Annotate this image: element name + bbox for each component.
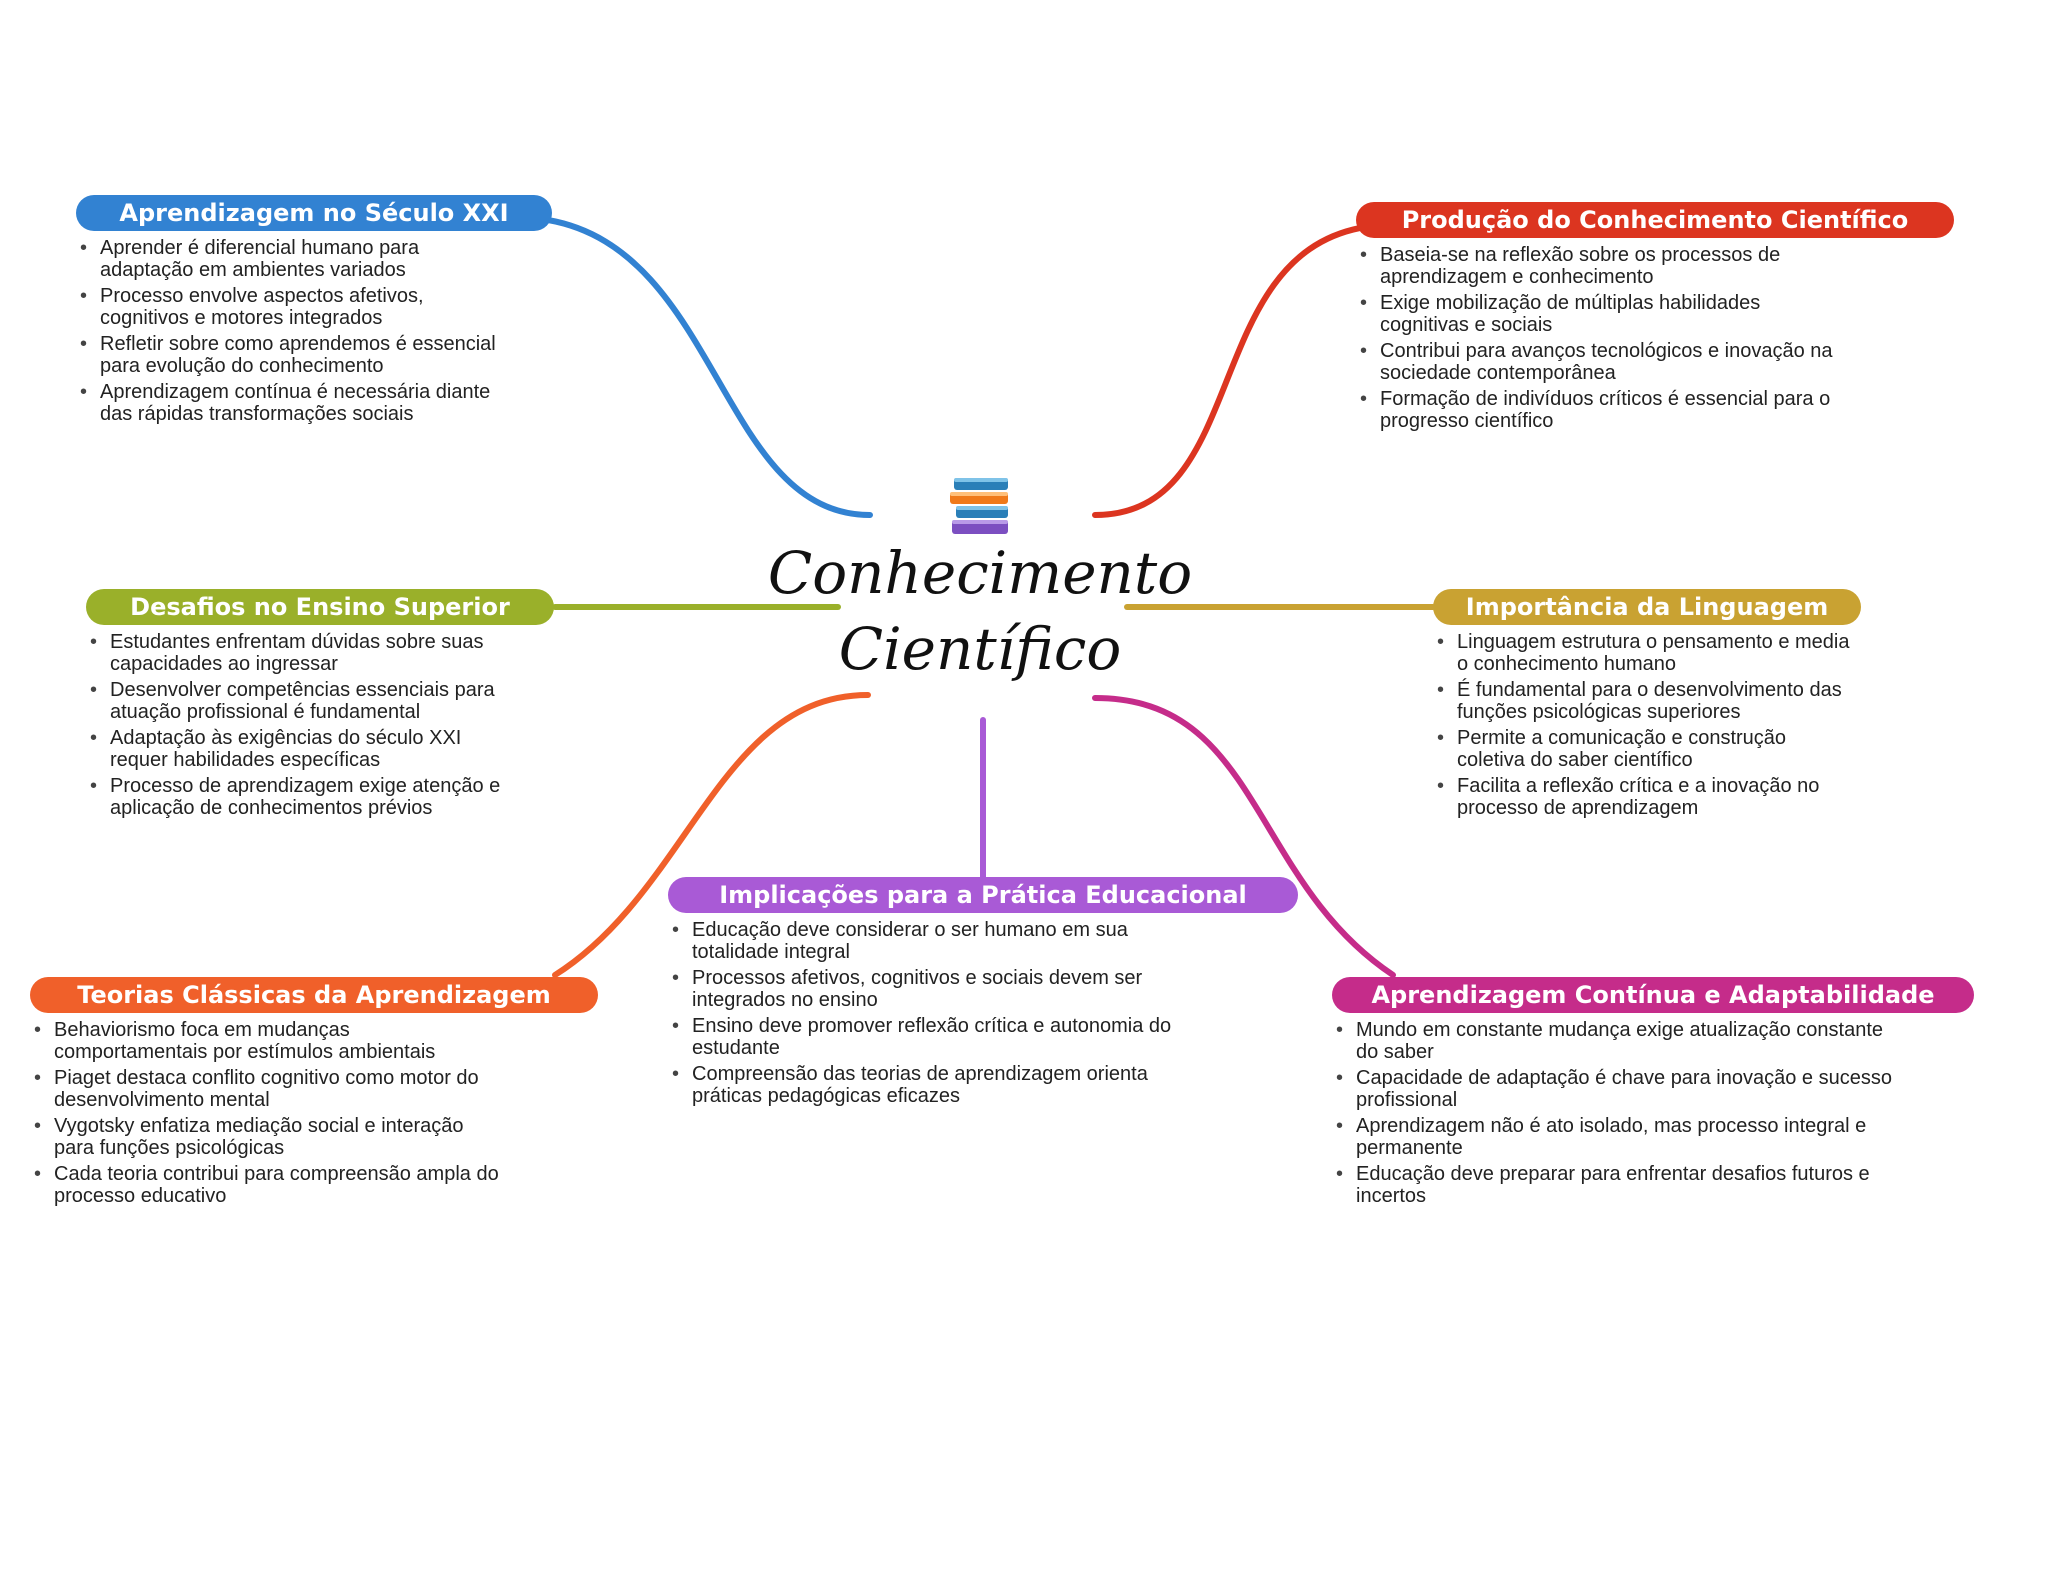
central-title-line1: Conhecimento xyxy=(767,539,1193,607)
list-item: Formação de indivíduos críticos é essenc… xyxy=(1356,388,1836,432)
item-list: Estudantes enfrentam dúvidas sobre suas … xyxy=(86,631,506,819)
list-item: Adaptação às exigências do século XXI re… xyxy=(86,727,506,771)
list-item: Contribui para avanços tecnológicos e in… xyxy=(1356,340,1836,384)
list-item: Ensino deve promover reflexão crítica e … xyxy=(668,1015,1208,1059)
branch-continua: Aprendizagem Contínua e Adaptabilidade M… xyxy=(1332,977,1974,1211)
connector-teorias xyxy=(552,692,871,978)
books-icon xyxy=(950,478,1008,534)
list-item: Piaget destaca conflito cognitivo como m… xyxy=(30,1067,500,1111)
list-item: Facilita a reflexão crítica e a inovação… xyxy=(1433,775,1853,819)
list-item: Desenvolver competências essenciais para… xyxy=(86,679,506,723)
list-item: Behaviorismo foca em mudanças comportame… xyxy=(30,1019,500,1063)
list-item: Baseia-se na reflexão sobre os processos… xyxy=(1356,244,1836,288)
list-item: Educação deve considerar o ser humano em… xyxy=(668,919,1208,963)
item-list: Aprender é diferencial humano para adapt… xyxy=(76,237,496,425)
branch-desafios: Desafios no Ensino Superior Estudantes e… xyxy=(86,589,554,823)
branch-title[interactable]: Teorias Clássicas da Aprendizagem xyxy=(30,977,598,1013)
list-item: Vygotsky enfatiza mediação social e inte… xyxy=(30,1115,500,1159)
list-item: Processos afetivos, cognitivos e sociais… xyxy=(668,967,1208,1011)
list-item: Cada teoria contribui para compreensão a… xyxy=(30,1163,500,1207)
item-list: Mundo em constante mudança exige atualiz… xyxy=(1332,1019,1892,1207)
list-item: Permite a comunicação e construção colet… xyxy=(1433,727,1853,771)
central-title-line2: Científico xyxy=(838,615,1122,683)
list-item: Mundo em constante mudança exige atualiz… xyxy=(1332,1019,1892,1063)
item-list: Educação deve considerar o ser humano em… xyxy=(668,919,1208,1107)
branch-seculo: Aprendizagem no Século XXI Aprender é di… xyxy=(76,195,552,429)
central-topic: Conhecimento Científico xyxy=(760,460,1200,700)
list-item: Capacidade de adaptação é chave para ino… xyxy=(1332,1067,1892,1111)
list-item: Refletir sobre como aprendemos é essenci… xyxy=(76,333,496,377)
branch-title[interactable]: Aprendizagem Contínua e Adaptabilidade xyxy=(1332,977,1974,1013)
item-list: Baseia-se na reflexão sobre os processos… xyxy=(1356,244,1836,432)
branch-title[interactable]: Implicações para a Prática Educacional xyxy=(668,877,1298,913)
connector-seculo xyxy=(545,217,873,518)
list-item: Educação deve preparar para enfrentar de… xyxy=(1332,1163,1892,1207)
branch-title[interactable]: Desafios no Ensino Superior xyxy=(86,589,554,625)
list-item: É fundamental para o desenvolvimento das… xyxy=(1433,679,1853,723)
list-item: Exige mobilização de múltiplas habilidad… xyxy=(1356,292,1836,336)
item-list: Behaviorismo foca em mudanças comportame… xyxy=(30,1019,500,1207)
list-item: Linguagem estrutura o pensamento e media… xyxy=(1433,631,1853,675)
connector-producao xyxy=(1092,225,1363,518)
branch-title[interactable]: Importância da Linguagem xyxy=(1433,589,1861,625)
branch-implicacoes: Implicações para a Prática Educacional E… xyxy=(668,877,1298,1111)
branch-title[interactable]: Produção do Conhecimento Científico xyxy=(1356,202,1954,238)
branch-title[interactable]: Aprendizagem no Século XXI xyxy=(76,195,552,231)
list-item: Processo envolve aspectos afetivos, cogn… xyxy=(76,285,496,329)
central-title: Conhecimento Científico xyxy=(760,535,1200,687)
branch-producao: Produção do Conhecimento Científico Base… xyxy=(1356,202,1954,436)
list-item: Aprendizagem contínua é necessária diant… xyxy=(76,381,496,425)
list-item: Aprender é diferencial humano para adapt… xyxy=(76,237,496,281)
list-item: Aprendizagem não é ato isolado, mas proc… xyxy=(1332,1115,1892,1159)
branch-linguagem: Importância da Linguagem Linguagem estru… xyxy=(1433,589,1861,823)
list-item: Processo de aprendizagem exige atenção e… xyxy=(86,775,506,819)
branch-teorias: Teorias Clássicas da Aprendizagem Behavi… xyxy=(30,977,598,1211)
item-list: Linguagem estrutura o pensamento e media… xyxy=(1433,631,1853,819)
list-item: Estudantes enfrentam dúvidas sobre suas … xyxy=(86,631,506,675)
connector-continua xyxy=(1092,695,1396,978)
list-item: Compreensão das teorias de aprendizagem … xyxy=(668,1063,1208,1107)
